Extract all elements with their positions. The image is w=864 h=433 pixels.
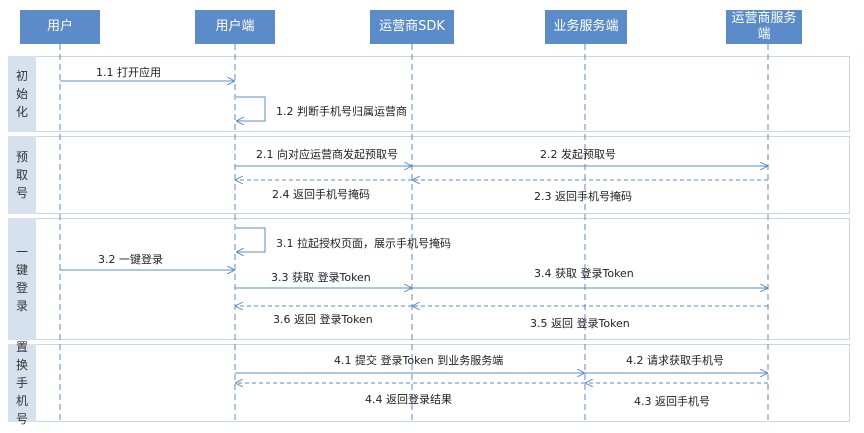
label-3-1: 3.1 拉起授权页面，展示手机号掩码 — [276, 237, 451, 250]
actor-sdk: 运营商SDK — [370, 10, 454, 44]
label-2-3: 2.3 返回手机号掩码 — [534, 190, 632, 203]
label-3-2: 3.2 一键登录 — [98, 253, 163, 266]
label-1-1: 1.1 打开应用 — [96, 66, 161, 79]
label-1-2: 1.2 判断手机号归属运营商 — [276, 105, 407, 118]
label-3-3: 3.3 获取 登录Token — [271, 271, 371, 284]
label-3-6: 3.6 返回 登录Token — [273, 313, 373, 326]
actor-operator-server: 运营商服务端 — [726, 10, 802, 44]
label-2-4: 2.4 返回手机号掩码 — [272, 188, 370, 201]
label-2-2: 2.2 发起预取号 — [540, 148, 616, 161]
label-4-1: 4.1 提交 登录Token 到业务服务端 — [334, 354, 504, 367]
label-4-4: 4.4 返回登录结果 — [365, 393, 452, 406]
label-3-4: 3.4 获取 登录Token — [534, 267, 634, 280]
actor-client: 用户端 — [195, 10, 275, 44]
label-4-2: 4.2 请求获取手机号 — [626, 354, 724, 367]
actor-user: 用户 — [20, 10, 100, 44]
phase-prefetch: 预取号 — [8, 136, 36, 214]
arrow-1-2 — [236, 96, 266, 121]
phase-exchange: 置换手机号 — [8, 340, 36, 426]
label-3-5: 3.5 返回 登录Token — [530, 317, 630, 330]
actor-business-server: 业务服务端 — [545, 10, 627, 44]
arrow-3-1 — [236, 227, 266, 252]
label-4-3: 4.3 返回手机号 — [634, 395, 710, 408]
label-2-1: 2.1 向对应运营商发起预取号 — [256, 148, 398, 161]
phase-login: 一键登录 — [8, 218, 36, 340]
phase-init: 初始化 — [8, 56, 36, 132]
